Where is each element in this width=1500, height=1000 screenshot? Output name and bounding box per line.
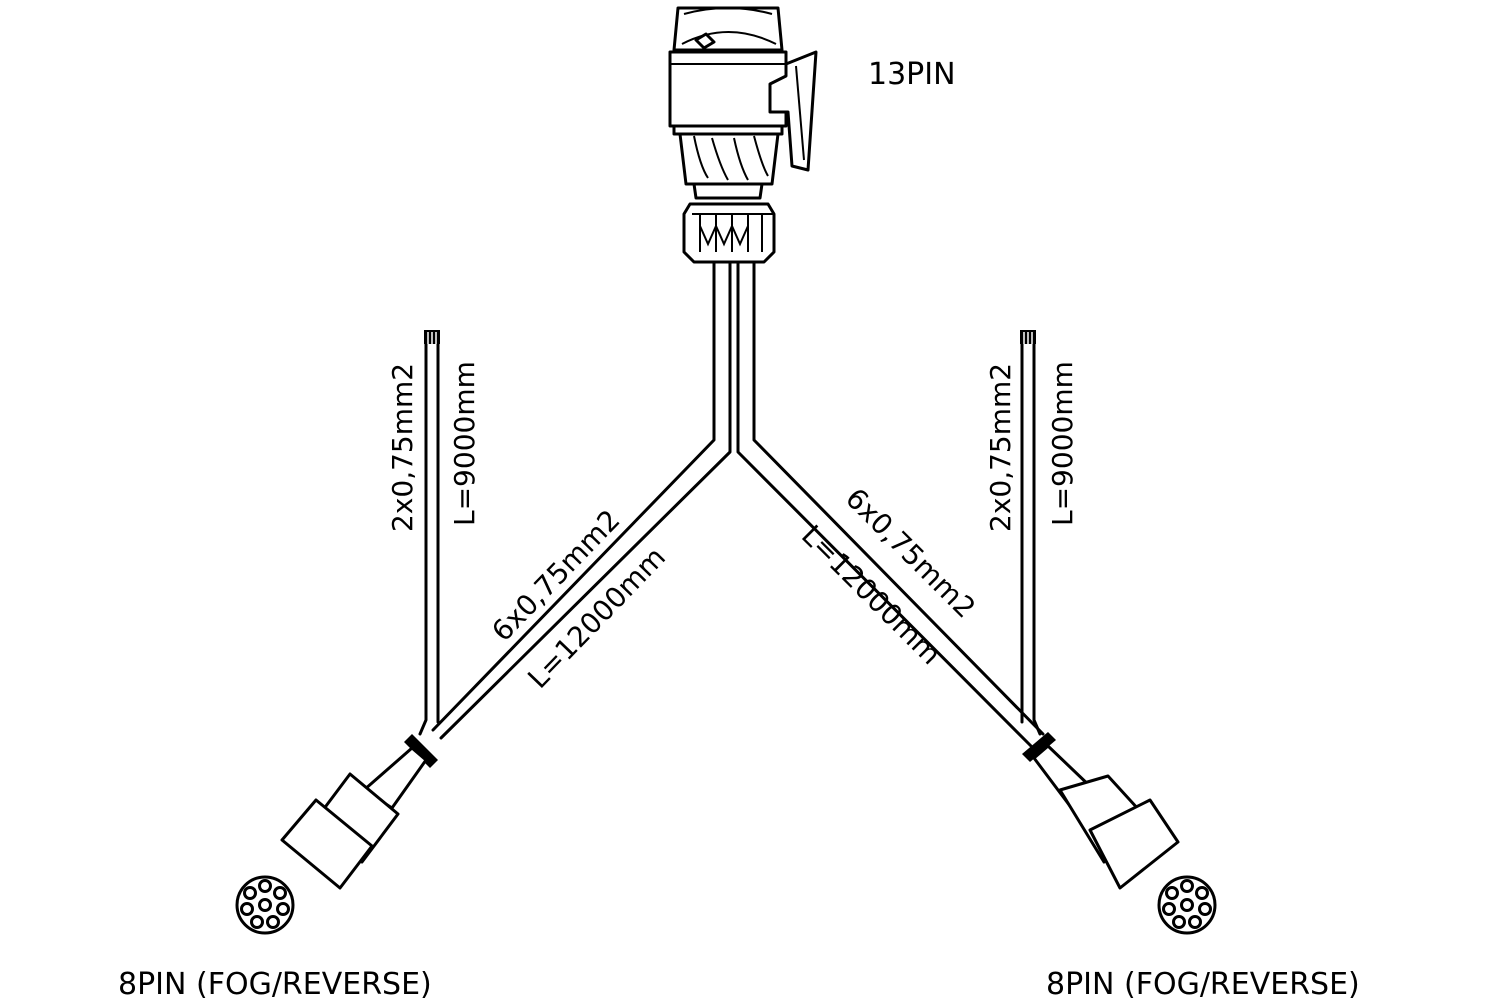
trunk-cables — [431, 260, 1045, 748]
left-connector-8pin — [280, 734, 438, 890]
right-main-cable-length: L=12000mm — [795, 519, 948, 672]
left-connector-label: 8PIN (FOG/REVERSE) — [118, 967, 432, 1000]
right-connector-8pin — [1022, 732, 1180, 890]
left-side-cable — [418, 330, 440, 736]
left-side-cable-length: L=9000mm — [448, 361, 481, 526]
right-side-cable-spec: 2x0,75mm2 — [984, 363, 1017, 532]
top-connector-label: 13PIN — [868, 57, 956, 92]
right-pin-face-icon — [1157, 875, 1217, 935]
right-connector-label: 8PIN (FOG/REVERSE) — [1046, 967, 1360, 1000]
plug-13pin — [668, 6, 818, 264]
right-side-cable-length: L=9000mm — [1046, 361, 1079, 526]
left-side-cable-spec: 2x0,75mm2 — [386, 363, 419, 532]
left-pin-face-icon — [235, 875, 295, 935]
right-side-cable — [1020, 330, 1042, 736]
